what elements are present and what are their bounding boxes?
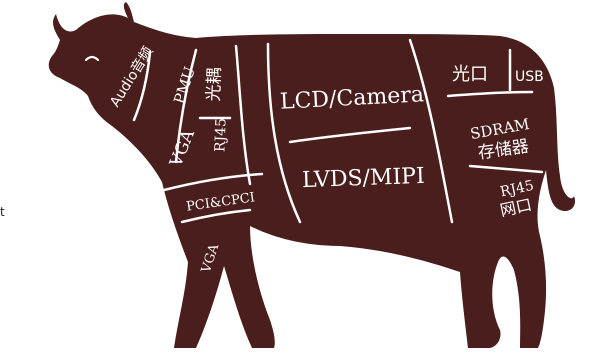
label-optical-port: 光口 [452, 66, 488, 84]
label-optical-coupler: 光耦 [206, 67, 224, 102]
label-lvds-mipi: LVDS/MIPI [302, 166, 425, 192]
edge-text-fragment: t [0, 205, 5, 219]
label-usb: USB [515, 70, 544, 84]
label-rj45-neck: RJ45 [213, 118, 228, 152]
